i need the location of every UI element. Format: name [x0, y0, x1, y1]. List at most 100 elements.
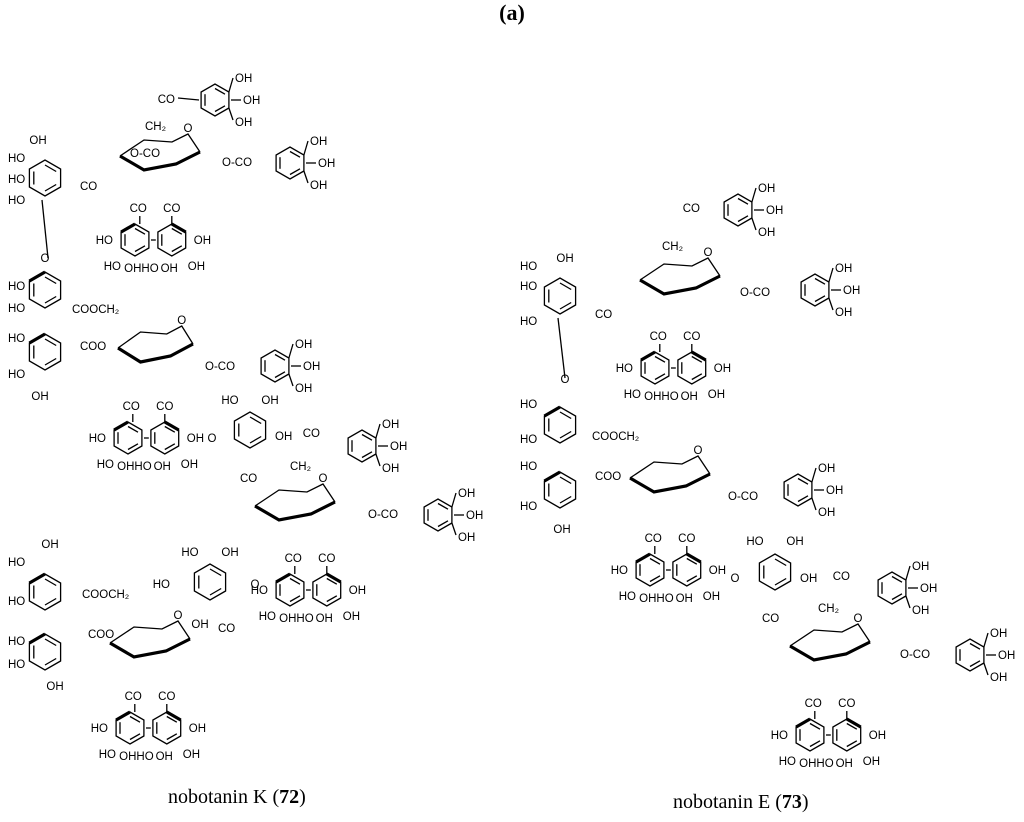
- atom-label: HO: [624, 389, 641, 401]
- atom-label: OH: [990, 672, 1007, 684]
- bond: [635, 552, 651, 564]
- atom-label: OHHO: [117, 461, 152, 473]
- atom-label: OH: [310, 136, 327, 148]
- atom-label: O-CO: [728, 491, 758, 503]
- atom-label: OH: [31, 391, 48, 403]
- bond: [751, 187, 757, 203]
- sugar-front-edge: [109, 637, 191, 659]
- bond: [969, 642, 981, 650]
- bond: [288, 373, 294, 387]
- compound-number: 72: [279, 786, 300, 808]
- atom-label: HO: [8, 174, 25, 186]
- atom-label: COOCH₂: [592, 431, 639, 443]
- atom-label: HO: [8, 281, 25, 293]
- atom-label: OH: [708, 389, 725, 401]
- compound-bracket-close: ): [299, 786, 306, 808]
- atom-label: OH: [310, 180, 327, 192]
- caption-nobotanin-k: nobotanin K (72): [168, 786, 306, 809]
- atom-label: O: [41, 253, 50, 265]
- atom-label: O: [208, 433, 217, 445]
- benzene-ring: [193, 563, 227, 601]
- atom-label: HO: [520, 261, 537, 273]
- bond: [44, 183, 57, 192]
- atom-label: OH: [194, 235, 211, 247]
- compound-bracket-open: (: [770, 791, 782, 813]
- atom-label: CO: [218, 623, 235, 635]
- bond: [543, 405, 561, 418]
- bond: [686, 552, 702, 564]
- atom-label: CO: [125, 691, 142, 703]
- caption-nobotanin-e: nobotanin E (73): [673, 791, 809, 814]
- bond: [559, 476, 572, 485]
- atom-label: HO: [746, 536, 763, 548]
- atom-label: OH: [156, 751, 173, 763]
- bond: [166, 733, 178, 741]
- atom-label: OH: [703, 591, 720, 603]
- atom-label: OH: [709, 565, 726, 577]
- bond: [289, 150, 301, 158]
- atom-label: OH: [303, 361, 320, 373]
- benzene-ring: [543, 277, 577, 315]
- atom-label: OH: [316, 613, 333, 625]
- atom-label: HO: [611, 565, 628, 577]
- atom-label: HO: [89, 433, 106, 445]
- bond: [113, 420, 129, 432]
- atom-label: OH: [382, 419, 399, 431]
- atom-label: OHHO: [124, 263, 159, 275]
- bond: [164, 443, 176, 451]
- atom-label: OHHO: [644, 391, 679, 403]
- bond: [214, 105, 226, 113]
- bond: [649, 557, 661, 565]
- sugar-back-edge: [639, 257, 721, 281]
- atom-label: OH: [191, 619, 208, 631]
- sugar-front-edge: [254, 500, 336, 522]
- atom-label: HO: [771, 730, 788, 742]
- atom-label: HO: [8, 195, 25, 207]
- atom-label: CO: [683, 203, 700, 215]
- bond: [228, 107, 234, 121]
- bond: [774, 577, 787, 586]
- bond: [171, 227, 183, 235]
- atom-label: OH: [826, 485, 843, 497]
- compound-name: nobotanin K: [168, 786, 268, 808]
- atom-label: HO: [96, 235, 113, 247]
- bond: [846, 717, 862, 729]
- bond: [361, 433, 373, 441]
- bond: [164, 425, 176, 433]
- atom-label: COO: [80, 341, 106, 353]
- bond: [451, 492, 457, 508]
- bond: [559, 282, 572, 291]
- atom-label: OH: [835, 263, 852, 275]
- atom-label: OH: [161, 263, 178, 275]
- atom-label: CO: [123, 401, 140, 413]
- bond: [795, 717, 811, 729]
- atom-label: CO: [130, 203, 147, 215]
- atom-label: CH₂: [290, 461, 311, 473]
- atom-label: O: [319, 473, 328, 485]
- atom-label: OH: [758, 183, 775, 195]
- bond: [209, 568, 222, 577]
- bond: [249, 435, 262, 444]
- bond: [209, 587, 222, 596]
- bond: [127, 425, 139, 433]
- atom-label: CO: [645, 533, 662, 545]
- atom-label: O-CO: [130, 148, 160, 160]
- bond: [691, 373, 703, 381]
- panel-label: (a): [499, 0, 525, 25]
- bond: [969, 660, 981, 668]
- bond: [326, 572, 342, 584]
- atom-label: OH: [553, 524, 570, 536]
- benzene-ring: [28, 159, 62, 197]
- bond: [28, 632, 46, 645]
- bond: [686, 557, 698, 565]
- bond: [289, 577, 301, 585]
- atom-label: HO: [97, 459, 114, 471]
- atom-label: HO: [520, 434, 537, 446]
- atom-label: HO: [99, 749, 116, 761]
- bond: [905, 595, 911, 609]
- atom-label: CO: [833, 571, 850, 583]
- atom-label: OH: [275, 431, 292, 443]
- atom-label: OH: [835, 307, 852, 319]
- sugar-back-edge: [109, 620, 191, 644]
- atom-label: OH: [154, 461, 171, 473]
